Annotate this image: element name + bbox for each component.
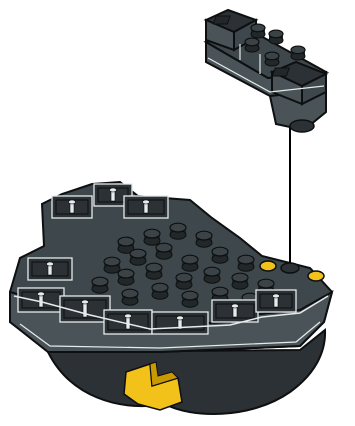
- brick-compartment: [256, 290, 296, 312]
- base-stud: [212, 247, 228, 263]
- base-stud: [146, 263, 162, 279]
- plate-stud: [251, 24, 265, 38]
- compartment-pin-head: [273, 294, 280, 298]
- stud-top: [212, 247, 228, 256]
- floating-hinge-plate: [206, 10, 326, 132]
- base-stud: [104, 257, 120, 273]
- stud-top: [104, 257, 120, 266]
- base-stud: [238, 255, 254, 271]
- base-stud: [144, 229, 160, 245]
- stud-top: [291, 46, 305, 54]
- stud-top: [258, 279, 274, 288]
- base-stud: [92, 277, 108, 293]
- base-stud: [176, 273, 192, 289]
- compartment-pin-head: [47, 262, 54, 266]
- brick-compartment: [28, 258, 72, 280]
- plate-bottom-pin: [290, 120, 314, 132]
- stud-top: [196, 231, 212, 240]
- stud-top: [92, 277, 108, 286]
- plate-stud: [245, 38, 259, 52]
- target-hole-marker: [281, 263, 299, 273]
- stud-top: [182, 291, 198, 300]
- base-stud: [122, 289, 138, 305]
- base-stud: [118, 269, 134, 285]
- stud-top: [269, 30, 283, 38]
- stud-top: [156, 243, 172, 252]
- compartment-pin-head: [232, 304, 239, 308]
- yellow-stud-right: [308, 271, 324, 281]
- base-assembly: [10, 182, 332, 414]
- compartment-pin-head: [38, 292, 45, 296]
- brick-compartment: [152, 312, 208, 334]
- compartment-pin-head: [143, 200, 150, 204]
- stud-top: [170, 223, 186, 232]
- stud-top: [204, 267, 220, 276]
- stud-top: [152, 283, 168, 292]
- compartment-pin-head: [110, 188, 117, 192]
- stud-top: [245, 38, 259, 46]
- base-stud: [196, 231, 212, 247]
- stud-top: [130, 249, 146, 258]
- brick-compartment: [212, 300, 258, 322]
- stud-top: [118, 269, 134, 278]
- plate-stud: [269, 30, 283, 44]
- base-stud: [182, 255, 198, 271]
- stud-top: [238, 255, 254, 264]
- stud-top: [146, 263, 162, 272]
- plate-stud: [265, 52, 279, 66]
- brick-compartment: [124, 196, 168, 218]
- brick-compartment: [52, 196, 92, 218]
- hinge-block-right-slot: [272, 68, 289, 76]
- stud-top: [182, 255, 198, 264]
- base-stud: [152, 283, 168, 299]
- plate-stud: [291, 46, 305, 60]
- brick-compartment: [18, 288, 64, 312]
- stud-top: [251, 24, 265, 32]
- base-stud: [232, 273, 248, 289]
- base-stud: [182, 291, 198, 307]
- stud-top: [232, 273, 248, 282]
- compartment-pin-head: [125, 314, 132, 318]
- base-stud: [170, 223, 186, 239]
- base-stud: [156, 243, 172, 259]
- compartment-pin-head: [82, 300, 89, 304]
- brick-compartment: [104, 310, 152, 334]
- stud-top: [212, 287, 228, 296]
- compartment-pin-head: [177, 316, 184, 320]
- hinge-block-left-slot: [213, 16, 230, 24]
- stud-top: [176, 273, 192, 282]
- base-stud: [204, 267, 220, 283]
- yellow-stud-left: [260, 261, 276, 271]
- base-stud: [130, 249, 146, 265]
- stud-top: [122, 289, 138, 298]
- stud-top: [265, 52, 279, 60]
- compartment-pin-head: [69, 200, 76, 204]
- stud-top: [144, 229, 160, 238]
- stud-top: [118, 237, 134, 246]
